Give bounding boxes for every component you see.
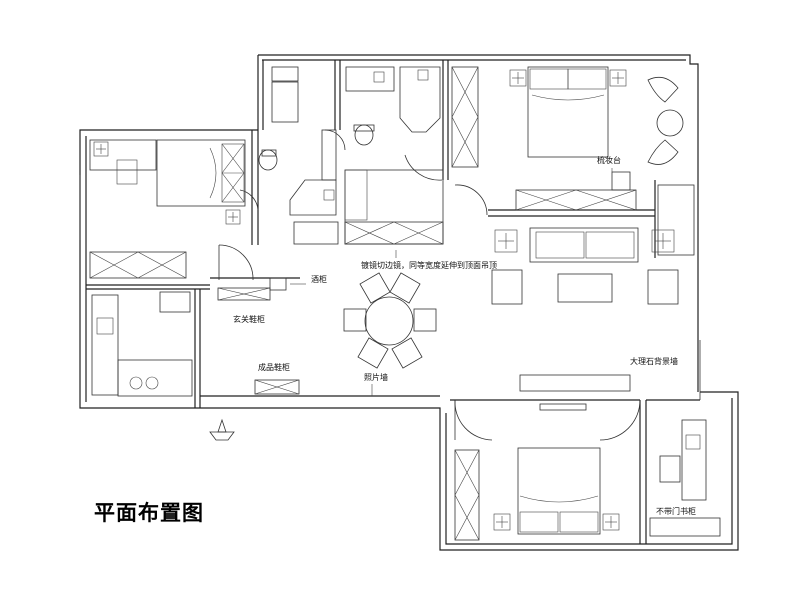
door-swings bbox=[218, 129, 641, 441]
study bbox=[649, 340, 721, 537]
label-foyer-cabinet: 玄关鞋柜 bbox=[233, 315, 265, 324]
label-photo-wall: 照片墙 bbox=[364, 373, 388, 382]
kitchen-foyer bbox=[91, 277, 300, 441]
label-wine-cabinet: 酒柜 bbox=[311, 275, 327, 284]
label-shoe-cabinet: 成品鞋柜 bbox=[258, 363, 290, 372]
label-mirror-note: 镀镜切边镜，同等宽度延伸到顶面吊顶 bbox=[361, 261, 497, 270]
master-bedroom bbox=[451, 66, 695, 256]
dining-area bbox=[343, 272, 437, 369]
leader-lines bbox=[290, 168, 613, 396]
label-marble-wall: 大理石背景墙 bbox=[630, 357, 678, 366]
living-room bbox=[491, 227, 679, 411]
bathrooms bbox=[258, 66, 444, 245]
label-dressing-table: 梳妆台 bbox=[597, 156, 621, 165]
left-bedroom bbox=[79, 139, 246, 279]
plan-title: 平面布置图 bbox=[94, 501, 204, 525]
bottom-bedroom bbox=[454, 447, 620, 541]
label-bookcase: 不带门书柜 bbox=[656, 507, 696, 516]
